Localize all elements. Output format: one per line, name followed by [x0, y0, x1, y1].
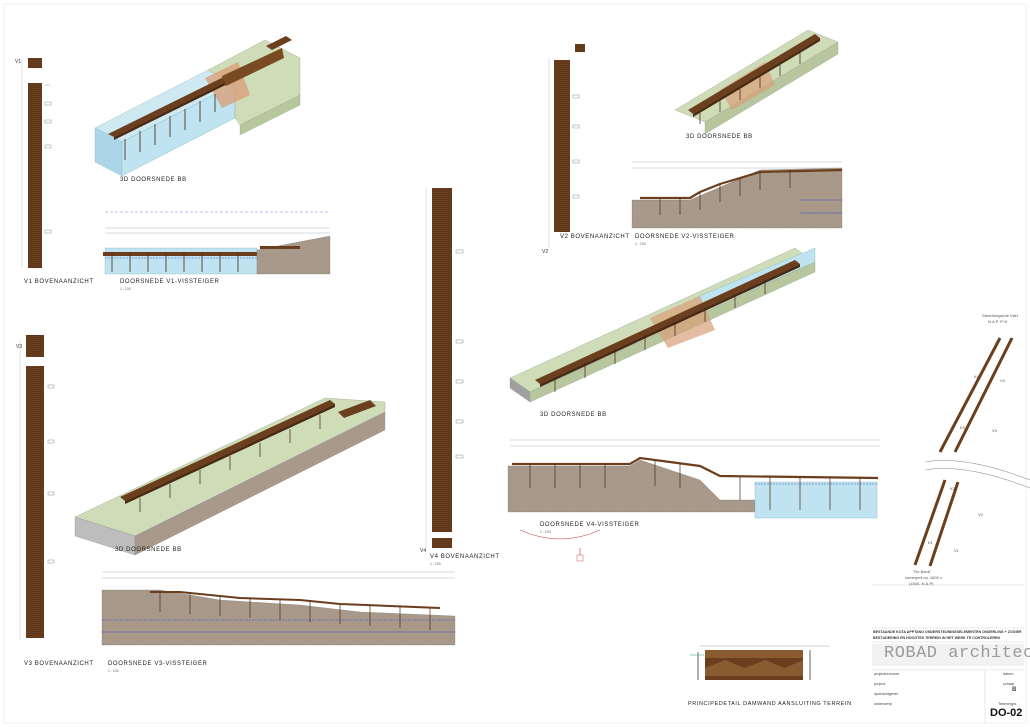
- v4-section-scale: 1 : 100: [540, 530, 551, 534]
- v4-3d-view: [509, 247, 816, 403]
- v1-top-title: V1 BOVENAANZICHT: [24, 279, 94, 285]
- title-block: [872, 584, 1024, 723]
- map-top-label-2: N.A.P. P+0: [988, 319, 1008, 324]
- revision: B: [1012, 687, 1017, 693]
- v2-top-title: V2 BOVENAANZICHT: [560, 234, 630, 240]
- title-warning: BESTAANDE KOTA APPTANO ONDERSTEUNINGSELE…: [873, 630, 1022, 634]
- map-bottom-label-2: zomerpeil ca. 1600 z: [905, 575, 942, 580]
- sheet-border: [3, 3, 1027, 724]
- v1-section: [103, 211, 331, 275]
- field-projectnr: projectnummer: [874, 672, 900, 676]
- map-mark-k1: K1: [928, 540, 933, 545]
- map-mark-v2: V2: [978, 512, 983, 517]
- v4-mark: V4: [420, 548, 426, 554]
- map-mark-k2: K2: [950, 486, 955, 491]
- map-top-label: Steenbergsche Vliet: [982, 313, 1018, 318]
- map-mark-v1: V1: [954, 548, 959, 553]
- v4-top-scale: 1 : 100: [430, 562, 441, 566]
- v1-top-view: [21, 58, 52, 268]
- map-mark-v3: V3: [992, 428, 997, 433]
- v3-mark: V3: [16, 344, 22, 350]
- map-bottom-label: "De Bank": [913, 569, 932, 574]
- v2-3d-title: 3D DOORSNEDE BB: [686, 134, 753, 140]
- v2-mark: V2: [542, 249, 548, 255]
- v4-top-title: V4 BOVENAANZICHT: [430, 554, 500, 560]
- v3-3d-title: 3D DOORSNEDE BB: [115, 547, 182, 553]
- v2-top-view: [548, 44, 585, 248]
- title-warning-2: BESTUDERING EN HOOGTES TERREIN IN HET WE…: [873, 636, 1000, 640]
- v1-section-scale: 1 : 100: [120, 287, 131, 291]
- map-mark-k4: K4: [974, 374, 979, 379]
- field-datum: datum: [1003, 672, 1014, 676]
- v3-section-scale: 1 : 100: [108, 669, 119, 673]
- v3-section-title: DOORSNEDE V3-VISSTEIGER: [108, 661, 208, 667]
- v4-3d-title: 3D DOORSNEDE BB: [540, 412, 607, 418]
- v4-section: [507, 439, 880, 562]
- field-project: project: [874, 682, 886, 686]
- v3-top-title: V3 BOVENAANZICHT: [24, 661, 94, 667]
- field-tekeningnr: Tekeningnr.: [998, 702, 1018, 706]
- v1-3d-view: [94, 36, 301, 177]
- drawing-number: DO-02: [990, 707, 1023, 719]
- location-map: [913, 337, 1030, 567]
- map-mark-v4: V4: [1000, 378, 1005, 383]
- v1-mark: V1: [15, 59, 21, 65]
- v2-3d-view: [674, 29, 839, 135]
- v4-section-title: DOORSNEDE V4-VISSTEIGER: [540, 522, 640, 528]
- v4-top-view: [425, 188, 464, 548]
- brand-logo: ROBAD architecten: [884, 644, 1030, 663]
- v2-section: [631, 161, 843, 229]
- v1-3d-title: 3D DOORSNEDE BB: [120, 177, 187, 183]
- field-opdrachtgever: opdrachtgever: [874, 692, 899, 696]
- v1-section-title: DOORSNEDE V1-VISSTEIGER: [120, 279, 220, 285]
- map-bottom-label-3: (1600- N.A.P): [909, 581, 934, 586]
- map-mark-k3: K3: [960, 425, 965, 430]
- v2-section-scale: 1 : 100: [635, 242, 646, 246]
- v3-3d-view: [74, 397, 386, 556]
- v3-top-view: [19, 335, 55, 640]
- field-onderwerp: onderwerp: [874, 702, 892, 706]
- detail-title: PRINCIPEDETAIL DAMWAND AANSLUITING TERRE…: [688, 701, 852, 707]
- v3-section: [101, 571, 456, 646]
- v2-section-title: DOORSNEDE V2-VISSTEIGER: [635, 234, 735, 240]
- field-schaal: schaal: [1003, 682, 1014, 686]
- detail-damwand: [690, 645, 830, 680]
